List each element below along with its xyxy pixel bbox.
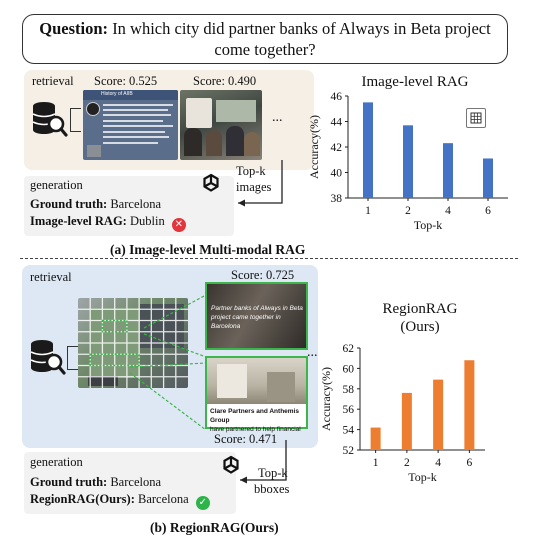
retrieved-photo-image	[180, 90, 262, 160]
wrong-icon: ✕	[171, 218, 186, 232]
answer-label: Image-level RAG:	[30, 214, 127, 228]
x-axis-label: Top-k	[408, 470, 437, 484]
topk-arrow	[238, 160, 283, 207]
grid-icon[interactable]	[466, 108, 486, 128]
answer-value: Dublin	[129, 214, 165, 228]
bar	[363, 102, 373, 198]
panel-b-topk-label: Top-k	[258, 466, 288, 480]
y-axis-label: Accuracy(%)	[319, 367, 333, 431]
x-tick-label: 1	[373, 457, 379, 469]
database-search-icon	[30, 340, 66, 375]
panel-a-ellipsis: ...	[272, 110, 283, 125]
check-icon: ✓	[195, 496, 210, 510]
chart-b-title-line-1: RegionRAG	[382, 301, 458, 317]
question-box: Question: In which city did partner bank…	[22, 14, 508, 64]
chart-a-title: Image-level RAG	[361, 74, 469, 90]
y-axis-label: Accuracy(%)	[307, 115, 321, 179]
x-tick-label: 6	[467, 457, 473, 469]
x-tick-label: 4	[445, 205, 451, 217]
retrieved-region-crop-2: Clare Partners and Anthemis Group have p…	[205, 356, 308, 433]
y-tick-label: 42	[331, 142, 343, 154]
panel-b-score-2: Score: 0.471	[214, 432, 278, 446]
panel-b-ground-truth: Ground truth: Barcelona	[30, 473, 161, 492]
y-tick-label: 60	[343, 363, 355, 375]
panel-b-generation-label: generation	[30, 455, 83, 469]
chart-b-title: RegionRAG (Ours)	[360, 300, 480, 336]
topk-line-1: Top-k	[236, 164, 266, 178]
ground-truth-value: Barcelona	[110, 197, 162, 211]
panel-a-topk-label: Top-k	[236, 164, 266, 179]
panel-b-ellipsis: ...	[307, 345, 318, 360]
x-tick-label: 6	[485, 205, 491, 217]
y-tick-label: 46	[331, 91, 343, 103]
llm-logo-icon	[203, 173, 219, 192]
panel-a-generation-box	[24, 176, 234, 236]
question-text: In which city did partner banks of Alway…	[112, 19, 491, 59]
panel-b-topk-bboxes: bboxes	[254, 482, 290, 496]
y-tick-label: 62	[343, 343, 355, 355]
panel-a-topk-images: images	[236, 180, 272, 194]
panel-b-caption: (b) RegionRAG(Ours)	[150, 520, 279, 535]
bar	[403, 125, 413, 198]
bar	[401, 392, 412, 450]
ground-truth-value: Barcelona	[110, 475, 162, 489]
panel-a-generation-label: generation	[30, 178, 83, 192]
retrieved-slide-image: History of AIIB	[83, 90, 178, 160]
crop-2-text-bold: Clare Partners and Anthemis Group	[210, 408, 299, 424]
panel-a-retrieval-label: retrieval	[32, 74, 74, 88]
crop-2-text: Clare Partners and Anthemis Group have p…	[210, 407, 306, 434]
y-tick-label: 40	[331, 168, 343, 180]
x-tick-label: 1	[365, 205, 371, 217]
y-tick-label: 58	[343, 384, 355, 396]
y-tick-label: 52	[343, 445, 355, 457]
database-search-icon	[32, 102, 68, 137]
bracket-connector	[67, 346, 78, 370]
y-tick-label: 44	[331, 117, 343, 129]
x-tick-label: 2	[404, 457, 410, 469]
x-tick-label: 2	[405, 205, 411, 217]
y-tick-label: 56	[343, 404, 355, 416]
panel-a-answer: Image-level RAG: Dublin ✕	[30, 212, 186, 232]
panel-b-score-1: Score: 0.725	[231, 268, 295, 282]
retrieved-region-crop-1: Partner banks of Always in Beta project …	[205, 282, 308, 350]
panel-a-ground-truth: Ground truth: Barcelona	[30, 195, 161, 214]
y-tick-label: 54	[343, 425, 355, 437]
panel-a-score-1: Score: 0.525	[94, 74, 158, 88]
answer-value: Barcelona	[137, 492, 189, 506]
bar	[433, 379, 444, 450]
x-tick-label: 4	[435, 457, 441, 469]
bar	[370, 427, 381, 450]
chart-b-title-line-2: (Ours)	[400, 319, 440, 335]
y-tick-label: 38	[331, 193, 343, 205]
crop-1-text: Partner banks of Always in Beta project …	[211, 305, 303, 330]
crop-2-text-rest: have partnered to help financial	[210, 426, 301, 433]
answer-label: RegionRAG(Ours):	[30, 492, 135, 506]
panel-a-score-2: Score: 0.490	[193, 74, 257, 88]
section-divider	[20, 258, 518, 259]
panel-b-retrieval-label: retrieval	[30, 270, 72, 284]
question-label: Question:	[39, 19, 109, 38]
topk-arrow	[240, 440, 287, 484]
slide-title: History of AIIB	[101, 91, 133, 97]
bar	[464, 360, 475, 450]
llm-logo-icon	[223, 455, 239, 474]
panel-a-caption: (a) Image-level Multi-modal RAG	[110, 242, 306, 257]
bar	[483, 158, 493, 198]
ground-truth-label: Ground truth:	[30, 197, 108, 211]
bracket-connector	[70, 108, 81, 132]
ground-truth-label: Ground truth:	[30, 475, 108, 489]
panel-b-answer: RegionRAG(Ours): Barcelona ✓	[30, 490, 210, 510]
bar	[443, 143, 453, 198]
crop-connectors	[129, 295, 207, 431]
x-axis-label: Top-k	[414, 218, 443, 232]
